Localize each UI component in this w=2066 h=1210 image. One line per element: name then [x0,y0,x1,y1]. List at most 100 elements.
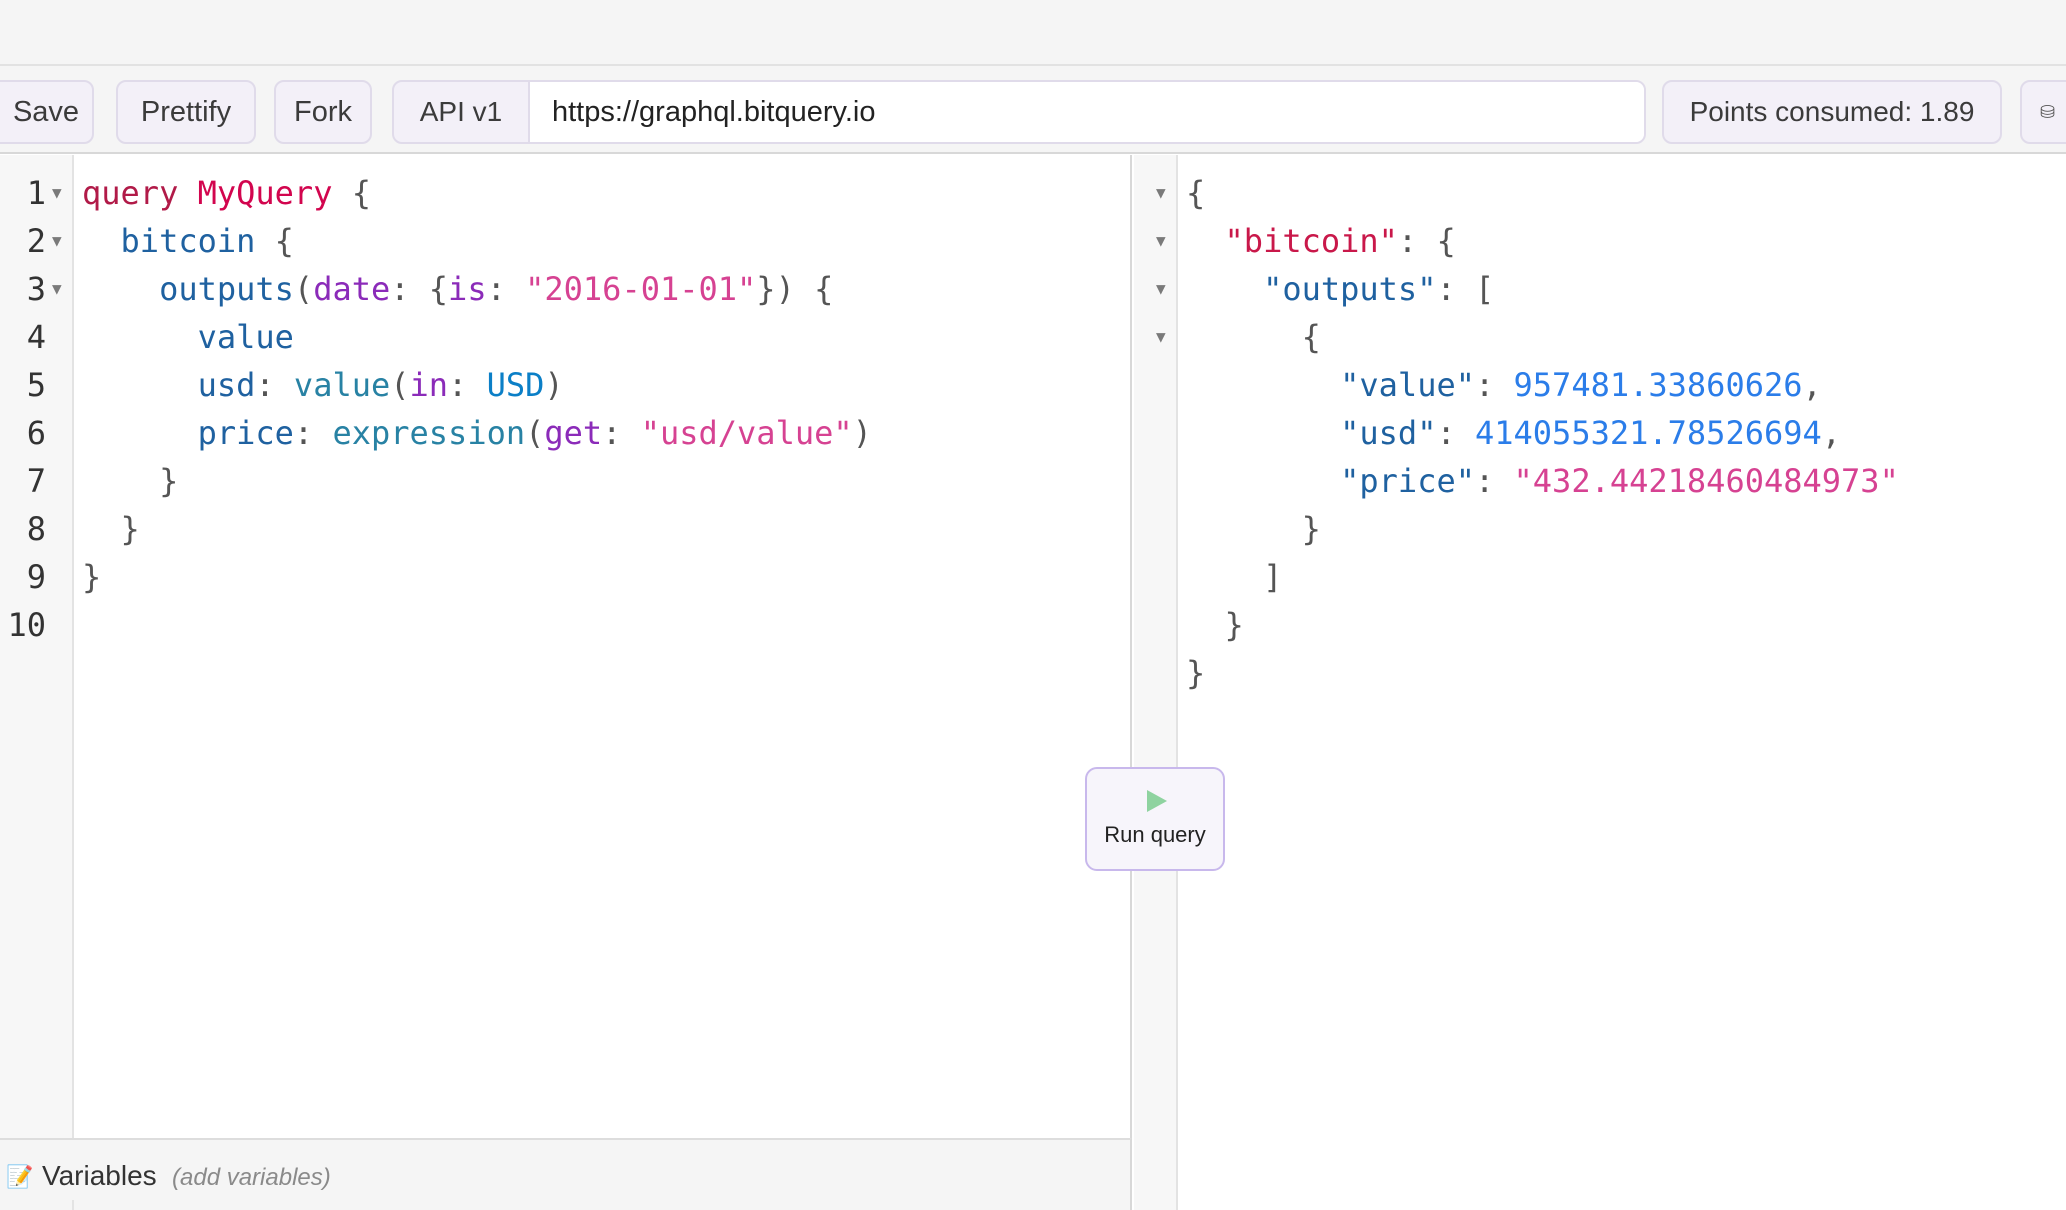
json-token: : [ [1436,270,1495,308]
code-line[interactable]: 10 [0,601,1130,649]
variables-title: Variables [42,1160,157,1191]
code-token: bitcoin [120,222,256,260]
code-token: : [448,366,487,404]
code-token: in [409,366,449,404]
line-number-gutter [0,155,74,1140]
fold-arrow-icon[interactable]: ▼ [1156,183,1166,202]
code-token: ) [852,414,872,452]
json-token: "bitcoin" [1224,222,1398,260]
line-number: 10 [7,606,46,644]
result-line: ▼ "outputs": [ [1134,265,2066,313]
code-token: : [486,270,526,308]
code-line[interactable]: 4 value [0,313,1130,361]
code-token: } [82,510,140,548]
code-line[interactable]: 6 price: expression(get: "usd/value") [0,409,1130,457]
code-token: USD [486,366,545,404]
json-token: , [1821,414,1842,452]
code-token: } [82,558,102,596]
result-text: ] [1186,553,1282,601]
code-token: ( [293,270,314,308]
code-token: is [448,270,487,308]
code-token: value [197,318,294,356]
code-token [82,414,198,452]
line-number: 4 [26,318,46,356]
fold-arrow-icon[interactable]: ▼ [1156,231,1166,250]
result-text: } [1186,505,1321,553]
fork-button[interactable]: Fork [274,80,372,144]
json-token: ] [1186,558,1283,596]
code-token: "2016-01-01" [525,270,757,308]
line-number: 5 [26,366,46,404]
code-token: outputs [159,270,294,308]
json-token: : { [1397,222,1456,260]
json-token: : [1436,414,1475,452]
run-query-button[interactable]: Run query [1085,767,1225,871]
json-token [1186,462,1340,500]
code-line[interactable]: 2▼ bitcoin { [0,217,1130,265]
json-token [1186,366,1340,404]
result-text: "usd": 414055321.78526694, [1186,409,1841,457]
json-token: "outputs" [1263,270,1437,308]
code-text: usd: value(in: USD) [82,361,564,409]
result-line: ▼ { [1134,313,2066,361]
json-token: { [1186,174,1206,212]
json-token: } [1186,654,1206,692]
json-token: "432.44218460484973" [1513,462,1899,500]
result-line: ▼{ [1134,169,2066,217]
result-text: } [1186,649,1205,697]
code-token: usd [197,366,256,404]
result-text: "outputs": [ [1186,265,1494,313]
code-text: bitcoin { [82,217,294,265]
code-token: get [544,414,603,452]
line-number: 9 [26,558,46,596]
json-token: } [1186,606,1244,644]
fold-arrow-icon[interactable]: ▼ [52,279,62,298]
result-text: } [1186,601,1244,649]
code-text: } [82,505,140,553]
json-token [1186,222,1225,260]
json-token: 957481.33860626 [1513,366,1803,404]
line-number: 3 [26,270,46,308]
code-text: value [82,313,294,361]
fold-arrow-icon[interactable]: ▼ [52,183,62,202]
result-line: "usd": 414055321.78526694, [1134,409,2066,457]
api-version-select[interactable]: API v1 [394,82,530,142]
database-icon[interactable]: ⛁ [2020,80,2066,144]
query-editor[interactable]: 1 ▼ query MyQuery {2▼ bitcoin { 3 ▼ outputs(… [0,155,1132,1140]
line-number: 1 [26,174,46,212]
code-token: { [255,222,294,260]
variables-gutter [72,1200,74,1210]
fold-arrow-icon[interactable]: ▼ [1156,327,1166,346]
code-line[interactable]: 9} [0,553,1130,601]
json-token: "usd" [1340,414,1437,452]
json-token: { [1186,318,1321,356]
fold-arrow-icon[interactable]: ▼ [52,231,62,250]
json-token [1186,270,1263,308]
code-token: expression [332,414,526,452]
code-line[interactable]: 8 } [0,505,1130,553]
line-number: 6 [26,414,46,452]
code-text: query MyQuery { [82,169,371,217]
result-text: { [1186,169,1205,217]
endpoint-url-input[interactable] [530,82,1644,142]
result-line: } [1134,505,2066,553]
json-token: : [1474,366,1514,404]
code-token [178,174,197,212]
code-line[interactable]: 1 ▼ query MyQuery { [0,169,1130,217]
variables-panel-header[interactable]: 📝 Variables (add variables) [0,1138,1132,1210]
query-code[interactable]: 1 ▼ query MyQuery {2▼ bitcoin { 3 ▼ outputs(… [0,169,1130,649]
code-token: { [332,174,371,212]
result-viewer: ▼{▼ "bitcoin": {▼ "outputs": [▼ { "value… [1134,155,2066,1210]
code-text: outputs(date: {is: "2016-01-01"}) { [82,265,833,313]
code-text: } [82,553,101,601]
save-button[interactable]: Save [0,80,94,144]
code-token: date [313,270,391,308]
code-line[interactable]: 7 } [0,457,1130,505]
result-fold-gutter [1134,155,1178,1210]
line-number: 7 [26,462,46,500]
result-text: "price": "432.44218460484973" [1186,457,1899,505]
code-line[interactable]: 5 usd: value(in: USD) [0,361,1130,409]
code-line[interactable]: 3 ▼ outputs(date: {is: "2016-01-01"}) { [0,265,1130,313]
fold-arrow-icon[interactable]: ▼ [1156,279,1166,298]
prettify-button[interactable]: Prettify [116,80,256,144]
